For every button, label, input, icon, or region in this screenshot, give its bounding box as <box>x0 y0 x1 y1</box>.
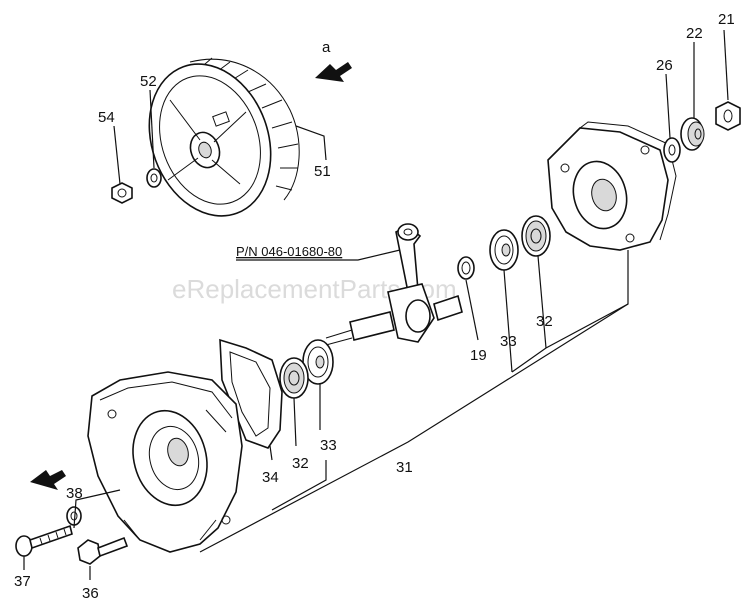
view-marker-label: a <box>322 39 331 56</box>
part-number-callout: P/N 046-01680-80 <box>236 244 342 259</box>
bolt-36-part <box>77 536 129 565</box>
crankshaft-assembly-part <box>325 223 463 346</box>
left-crankcase-part <box>87 371 243 553</box>
label-36: 36 <box>82 585 99 602</box>
label-32-upper: 32 <box>536 313 553 330</box>
label-52: 52 <box>140 73 157 90</box>
label-54: 54 <box>98 109 115 126</box>
label-22: 22 <box>686 25 703 42</box>
washer-19-part <box>457 256 475 280</box>
view-direction-arrow-icon <box>315 62 352 82</box>
label-51: 51 <box>314 163 331 180</box>
seal-32-lower-part <box>279 357 309 399</box>
bolt-37-part <box>15 524 73 557</box>
label-38: 38 <box>66 485 83 502</box>
right-crankcase-part <box>547 121 677 251</box>
left-direction-arrow-icon <box>30 470 66 490</box>
label-34: 34 <box>262 469 279 486</box>
label-37: 37 <box>14 573 31 590</box>
flywheel-nut-part <box>111 182 133 204</box>
label-33-lower: 33 <box>320 437 337 454</box>
label-32-lower: 32 <box>292 455 309 472</box>
label-21: 21 <box>718 11 735 28</box>
nut-21-part <box>715 101 741 131</box>
seal-32-upper-part <box>521 215 551 257</box>
label-26: 26 <box>656 57 673 74</box>
flywheel-part <box>148 57 300 217</box>
label-31: 31 <box>396 459 413 476</box>
bearing-22-part <box>680 117 705 151</box>
leader-lines <box>23 29 729 580</box>
bearing-33-upper-part <box>489 229 519 271</box>
label-33-upper: 33 <box>500 333 517 350</box>
flywheel-washer-part <box>146 168 162 188</box>
label-19: 19 <box>470 347 487 364</box>
shaft-washer-26-part <box>663 137 681 163</box>
bearing-33-lower-part <box>302 339 334 385</box>
